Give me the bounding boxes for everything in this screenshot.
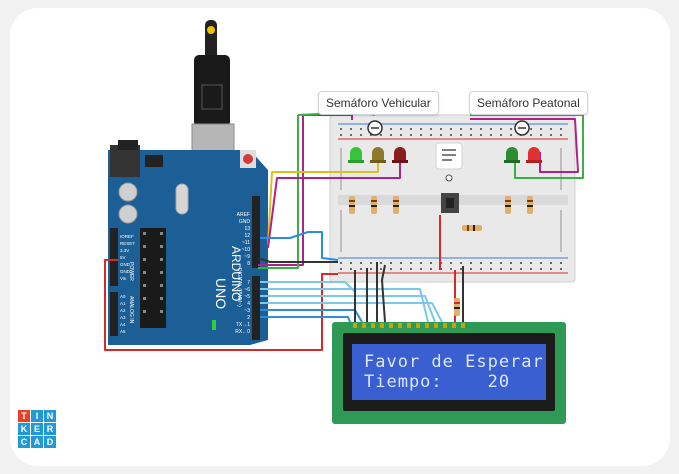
analog-in-label: ANALOG IN [128,296,134,324]
analog-pin-a1: A1 [120,301,126,306]
logo-letter-k: K [18,423,30,435]
arduino-model-label: UNO [213,278,229,309]
wire-purple-peatonal[interactable] [470,118,579,173]
wires[interactable] [104,111,584,351]
resistor-2[interactable] [371,196,377,214]
resistor-1[interactable] [349,196,355,214]
power-pin-gnd-2: GND [120,269,131,274]
pin-label-8: 8 [247,261,250,267]
pin-label-gnd: GND [239,219,251,225]
pin-label-9: ~9 [244,254,250,260]
pin-label-4: 4 [247,301,250,307]
wire-purple-to-pin[interactable] [258,120,304,266]
wire-lcd-d5[interactable] [260,295,436,323]
logo-letter-e: E [31,423,43,435]
wire-red-5v[interactable] [104,259,338,351]
resistor-4[interactable] [505,196,511,214]
power-pin-reset: RESET [120,241,135,246]
logo-letter-t: T [18,410,30,422]
pin-label-5: ~5 [244,294,250,300]
pin-label-tx: TX→1 [236,322,250,328]
led-peatonal-green[interactable] [504,147,520,163]
logo-letter-a: A [31,436,43,448]
logo-letter-d: D [44,436,56,448]
wire-magenta-red-led[interactable] [267,160,401,249]
pin-label-10: ~10 [242,247,251,253]
lcd-16x2-display[interactable] [332,322,566,424]
wire-lcd-rs[interactable] [260,316,351,323]
wire-lcd-gnd-4[interactable] [381,264,386,323]
analog-pin-a0: A0 [120,294,126,299]
resistor-5[interactable] [527,196,533,214]
power-pin-gnd-1: GND [120,262,131,267]
wire-lcd-d4[interactable] [260,302,443,323]
lcd-line-2: Tiempo: 20 [364,372,511,392]
resistor-button[interactable] [462,225,482,231]
wire-yellow[interactable] [267,160,379,246]
wire-lcd-d6[interactable] [260,288,429,323]
analog-pin-a2: A2 [120,308,126,313]
pin-label-7: 7 [247,280,250,286]
arduino-brand-label: ARDUINO [229,246,243,301]
led-vehicular-yellow[interactable] [370,147,386,163]
power-pin-ioref: IOREF [120,234,134,239]
label-semaforo-vehicular[interactable]: Semáforo Vehicular [318,91,439,115]
power-pin-3v3: 3.3V [120,248,129,253]
pin-label-13: 13 [244,226,250,232]
analog-pin-a4: A4 [120,322,126,327]
wire-green-to-pin[interactable] [258,115,299,269]
power-pin-5v: 5V [120,255,126,260]
digital-pwm-label: DIGITAL (PWM~) [236,268,242,307]
pin-label-12: 12 [244,233,250,239]
pin-label-2: 2 [247,315,250,321]
logo-letter-i: I [31,410,43,422]
callout-pin-peatonal[interactable] [514,120,530,136]
lcd-line-1: Favor de Esperar [364,352,544,372]
power-pin-vin: Vin [120,276,127,281]
resistor-lcd[interactable] [454,298,460,316]
logo-letter-r: R [44,423,56,435]
logo-letter-c: C [18,436,30,448]
power-label: POWER [128,262,134,281]
pin-label-3: ~3 [244,308,250,314]
led-vehicular-green[interactable] [348,147,364,163]
wire-blue[interactable] [260,231,339,261]
analog-pin-a3: A3 [120,315,126,320]
callout-pin-vehicular[interactable] [367,120,383,136]
pin-label-6: ~6 [244,287,250,293]
note-icon[interactable] [435,142,463,182]
arduino-uno-board[interactable]: ARDUINO UNO DIGITAL (PWM~) POWER ANALOG … [108,140,268,345]
logo-letter-n: N [44,410,56,422]
pin-label-aref: AREF [237,212,250,218]
analog-pin-a5: A5 [120,329,126,334]
pin-label-11: ~11 [242,240,250,246]
led-vehicular-red[interactable] [392,147,408,163]
pushbutton[interactable] [441,193,459,213]
wire-purple-vehicular-loop[interactable] [302,114,353,120]
label-semaforo-peatonal[interactable]: Semáforo Peatonal [469,91,588,115]
tinkercad-logo[interactable]: T I N K E R C A D [18,410,56,448]
led-peatonal-red[interactable] [526,147,542,163]
resistor-3[interactable] [393,196,399,214]
wire-black-gnd[interactable] [257,257,338,263]
wire-green-peatonal[interactable] [470,114,584,179]
pin-label-rx: RX←0 [235,329,250,335]
